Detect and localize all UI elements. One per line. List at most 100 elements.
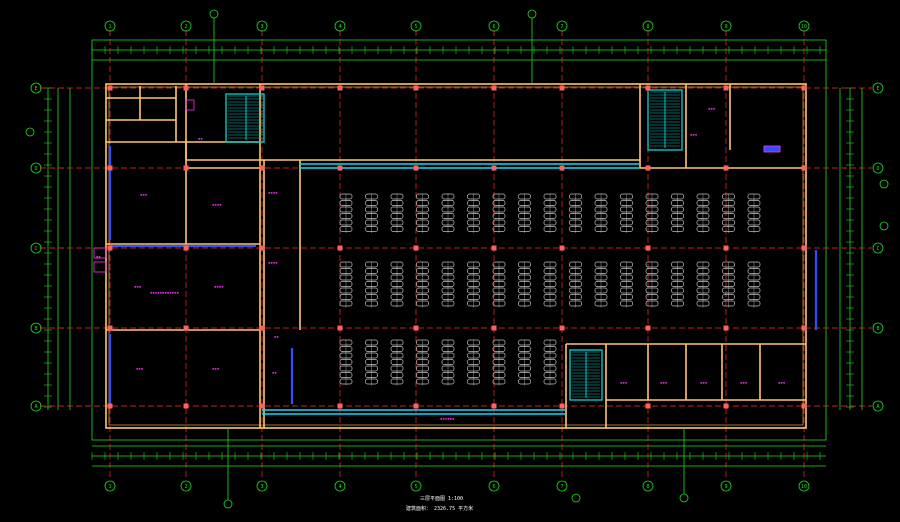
drawing-area-note: 建筑面积： 2326.75 平方米: [406, 505, 473, 512]
column-post: [413, 85, 419, 91]
column-post: [337, 165, 343, 171]
svg-text:▪▪▪: ▪▪▪: [660, 380, 667, 385]
column-post: [801, 325, 807, 331]
column-post: [645, 325, 651, 331]
svg-text:E: E: [876, 86, 879, 92]
svg-text:▪▪▪: ▪▪▪: [690, 132, 697, 137]
column-post: [337, 403, 343, 409]
svg-text:▪▪: ▪▪: [96, 254, 101, 259]
svg-text:▪▪▪: ▪▪▪: [778, 380, 785, 385]
svg-text:B: B: [34, 326, 37, 332]
column-post: [723, 85, 729, 91]
column-axis-bubble: 4: [334, 20, 346, 32]
svg-text:▪▪▪: ▪▪▪: [708, 106, 715, 111]
row-axis-bubble: B: [30, 322, 42, 334]
column-post: [723, 165, 729, 171]
column-post: [559, 325, 565, 331]
svg-text:▪▪▪▪▪▪▪▪▪▪▪▪: ▪▪▪▪▪▪▪▪▪▪▪▪: [150, 290, 179, 295]
structural-columns: [107, 85, 807, 409]
svg-text:▪▪: ▪▪: [198, 136, 203, 141]
svg-text:2: 2: [184, 24, 187, 30]
svg-text:4: 4: [338, 24, 341, 30]
column-post: [183, 325, 189, 331]
column-post: [259, 85, 265, 91]
row-axis-bubble: B: [872, 322, 884, 334]
svg-text:D: D: [876, 166, 879, 172]
column-axis-bubble: 2: [180, 480, 192, 492]
svg-text:▪▪▪▪: ▪▪▪▪: [268, 190, 278, 195]
column-axis-bubble: 2: [180, 20, 192, 32]
column-post: [413, 403, 419, 409]
svg-text:A: A: [876, 404, 879, 410]
column-post: [645, 245, 651, 251]
column-post: [259, 245, 265, 251]
svg-text:6: 6: [492, 24, 495, 30]
drawing-title: 三层平面图 1:100: [420, 496, 463, 502]
svg-text:▪▪▪▪: ▪▪▪▪: [212, 202, 222, 207]
dimension-lines: [44, 39, 863, 467]
svg-text:4: 4: [338, 484, 341, 490]
room-labels: ▪▪▪ ▪▪▪▪ ▪▪▪ ▪▪▪▪▪▪▪▪▪▪▪▪ ▪▪▪▪ ▪▪▪ ▪▪▪ ▪…: [96, 106, 785, 421]
column-post: [337, 85, 343, 91]
column-post: [183, 403, 189, 409]
column-post: [559, 403, 565, 409]
row-axis-bubble: A: [30, 400, 42, 412]
column-axis-bubble: 10: [798, 20, 810, 32]
column-post: [491, 245, 497, 251]
svg-text:▪▪▪: ▪▪▪: [740, 380, 747, 385]
svg-text:C: C: [876, 246, 879, 252]
svg-text:6: 6: [492, 484, 495, 490]
column-axis-bubble: 7: [556, 480, 568, 492]
column-axis-bubble: 6: [488, 20, 500, 32]
svg-text:A: A: [34, 404, 37, 410]
svg-text:▪▪▪▪: ▪▪▪▪: [268, 260, 278, 265]
svg-text:▪▪: ▪▪: [272, 370, 277, 375]
column-post: [107, 165, 113, 171]
column-post: [491, 403, 497, 409]
column-post: [413, 165, 419, 171]
column-post: [559, 245, 565, 251]
column-post: [723, 403, 729, 409]
column-post: [337, 325, 343, 331]
svg-text:7: 7: [560, 484, 563, 490]
svg-text:▪▪▪▪▪▪: ▪▪▪▪▪▪: [440, 416, 454, 421]
column-post: [801, 403, 807, 409]
column-axis-bubble: 3: [256, 480, 268, 492]
column-post: [723, 245, 729, 251]
column-post: [107, 85, 113, 91]
column-post: [645, 403, 651, 409]
stair-treads: [228, 91, 680, 398]
section-markers: [25, 9, 889, 509]
column-axis-bubble: 5: [410, 480, 422, 492]
reading-tables: [339, 193, 761, 386]
svg-text:1: 1: [108, 24, 111, 30]
svg-text:2: 2: [184, 484, 187, 490]
svg-text:▪▪▪: ▪▪▪: [700, 380, 707, 385]
blue-partitions: [108, 146, 818, 404]
column-post: [491, 85, 497, 91]
svg-text:9: 9: [724, 24, 727, 30]
svg-text:8: 8: [646, 484, 649, 490]
column-post: [491, 325, 497, 331]
svg-text:7: 7: [560, 24, 563, 30]
svg-text:9: 9: [724, 484, 727, 490]
column-post: [801, 245, 807, 251]
column-post: [183, 165, 189, 171]
svg-text:3: 3: [260, 484, 263, 490]
glazing-lines: [225, 89, 683, 415]
column-post: [723, 325, 729, 331]
row-axis-bubble: C: [30, 242, 42, 254]
column-post: [259, 165, 265, 171]
svg-text:▪▪▪: ▪▪▪: [136, 366, 143, 371]
row-axis-bubble: D: [30, 162, 42, 174]
svg-text:E: E: [34, 86, 37, 92]
column-post: [645, 165, 651, 171]
column-axis-bubble: 8: [642, 20, 654, 32]
column-axis-bubble: 5: [410, 20, 422, 32]
column-axis-bubble: 10: [798, 480, 810, 492]
column-axis-bubble: 9: [720, 20, 732, 32]
column-post: [183, 85, 189, 91]
row-axis-bubble: C: [872, 242, 884, 254]
